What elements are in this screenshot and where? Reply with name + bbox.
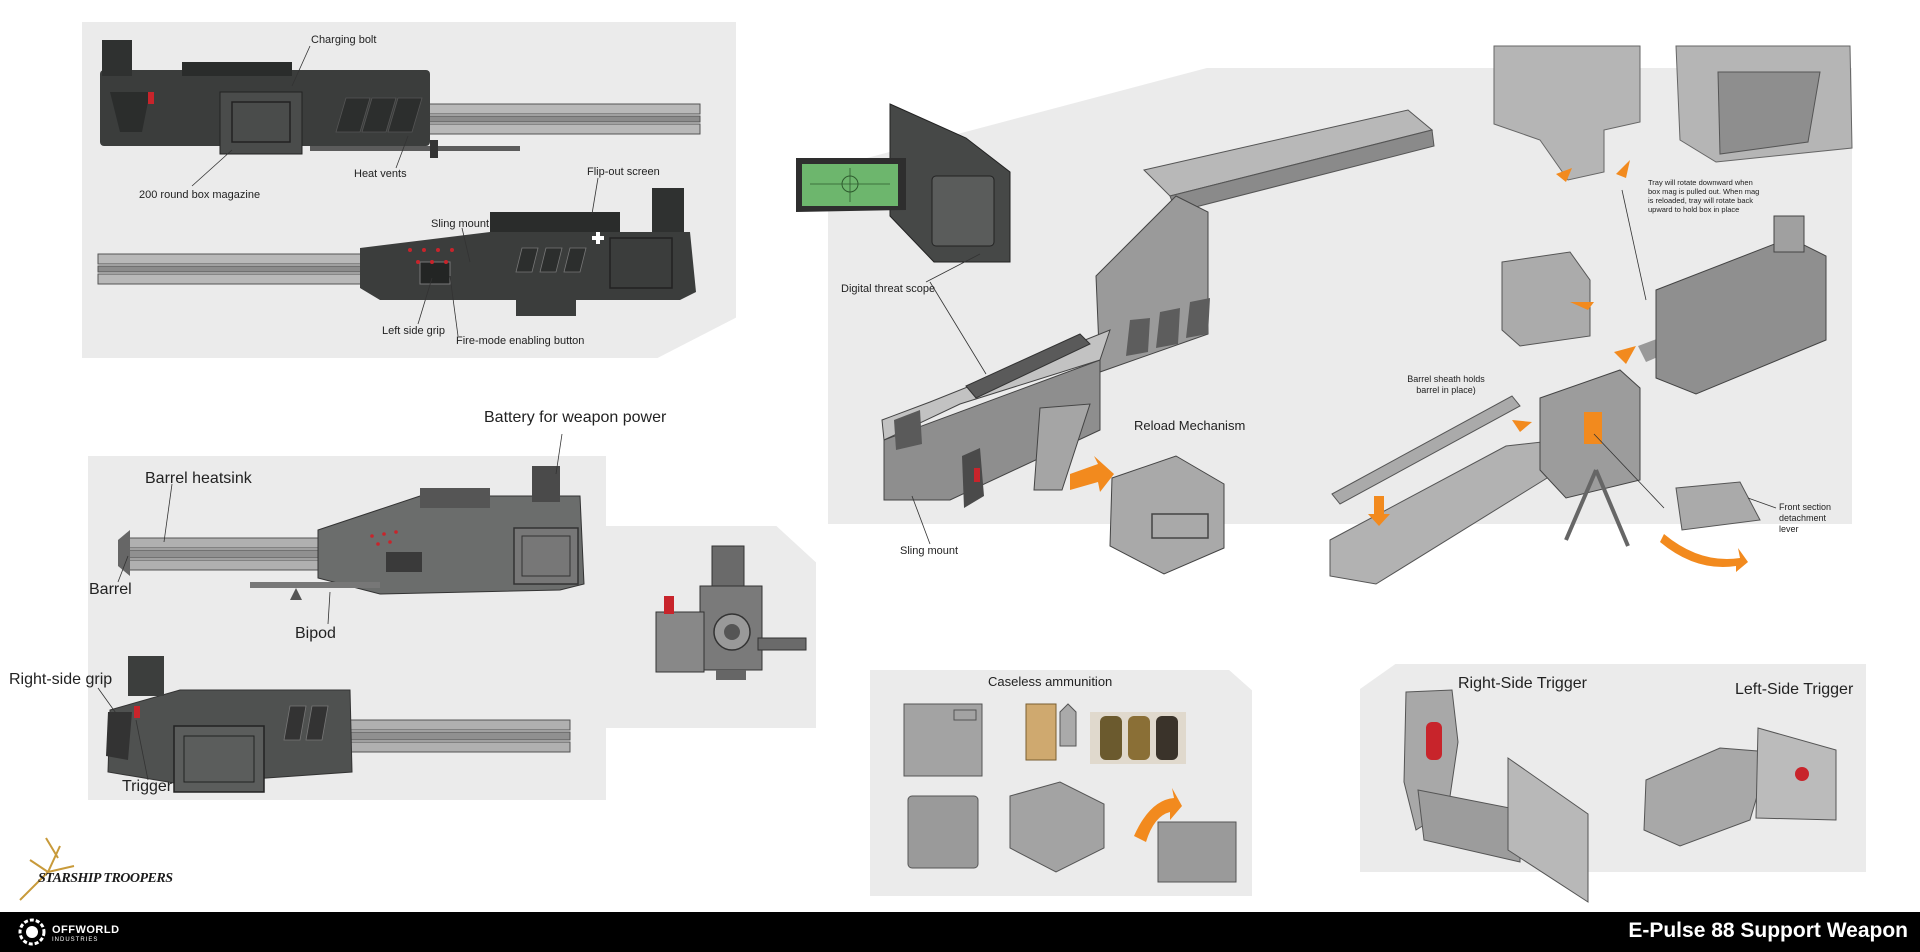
leader-lines <box>97 45 1777 781</box>
label-caseless-ammo: Caseless ammunition <box>988 674 1113 689</box>
label-bipod: Bipod <box>295 625 336 642</box>
game-logo: STARSHIP TROOPERS <box>38 871 173 886</box>
label-trigger: Trigger <box>122 778 173 795</box>
page-title: E-Pulse 88 Support Weapon <box>1628 919 1908 942</box>
label-sling-mount-main: Sling mount <box>900 545 959 557</box>
label-right-trigger: Right-Side Trigger <box>1458 675 1587 692</box>
label-battery: Battery for weapon power <box>484 409 667 426</box>
label-left-side-grip: Left side grip <box>382 325 445 337</box>
label-digital-scope: Digital threat scope <box>841 283 936 295</box>
studio-logo: OFFWORLD INDUSTRIES <box>52 925 120 945</box>
front-view-gun <box>655 545 807 680</box>
label-box-magazine: 200 round box magazine <box>139 189 261 201</box>
label-tray-note: Tray will rotate downward when box mag i… <box>1648 178 1760 214</box>
three-quarter-gun-bottom <box>106 656 571 793</box>
label-barrel-heatsink: Barrel heatsink <box>145 470 252 487</box>
three-quarter-gun-top <box>118 466 585 600</box>
footer-bar: OFFWORLD INDUSTRIES E-Pulse 88 Support W… <box>0 912 1920 952</box>
label-reload-mechanism: Reload Mechanism <box>1134 418 1246 433</box>
label-charging-bolt: Charging bolt <box>311 34 377 46</box>
main-view-gun <box>796 103 1435 575</box>
trigger-artwork <box>1403 689 1837 903</box>
side-view-bottom-gun <box>97 188 696 316</box>
exploded-view <box>1329 45 1853 585</box>
ammo-artwork <box>903 703 1237 883</box>
label-heat-vents: Heat vents <box>354 168 407 180</box>
studio-name: OFFWORLD <box>52 924 120 936</box>
offworld-gear-icon <box>18 918 46 946</box>
label-front-lever: Front section detachment lever <box>1779 502 1832 534</box>
label-barrel: Barrel <box>89 581 132 598</box>
label-sling-mount-side: Sling mount <box>431 218 490 230</box>
label-right-side-grip: Right-side grip <box>9 671 113 688</box>
side-view-top-gun <box>100 40 701 158</box>
label-flip-out-screen: Flip-out screen <box>587 166 660 178</box>
label-left-trigger: Left-Side Trigger <box>1735 681 1854 698</box>
label-fire-mode-button: Fire-mode enabling button <box>456 335 585 347</box>
label-barrel-sheath: Barrel sheath holds barrel in place) <box>1407 374 1485 395</box>
studio-subtitle: INDUSTRIES <box>52 937 99 943</box>
